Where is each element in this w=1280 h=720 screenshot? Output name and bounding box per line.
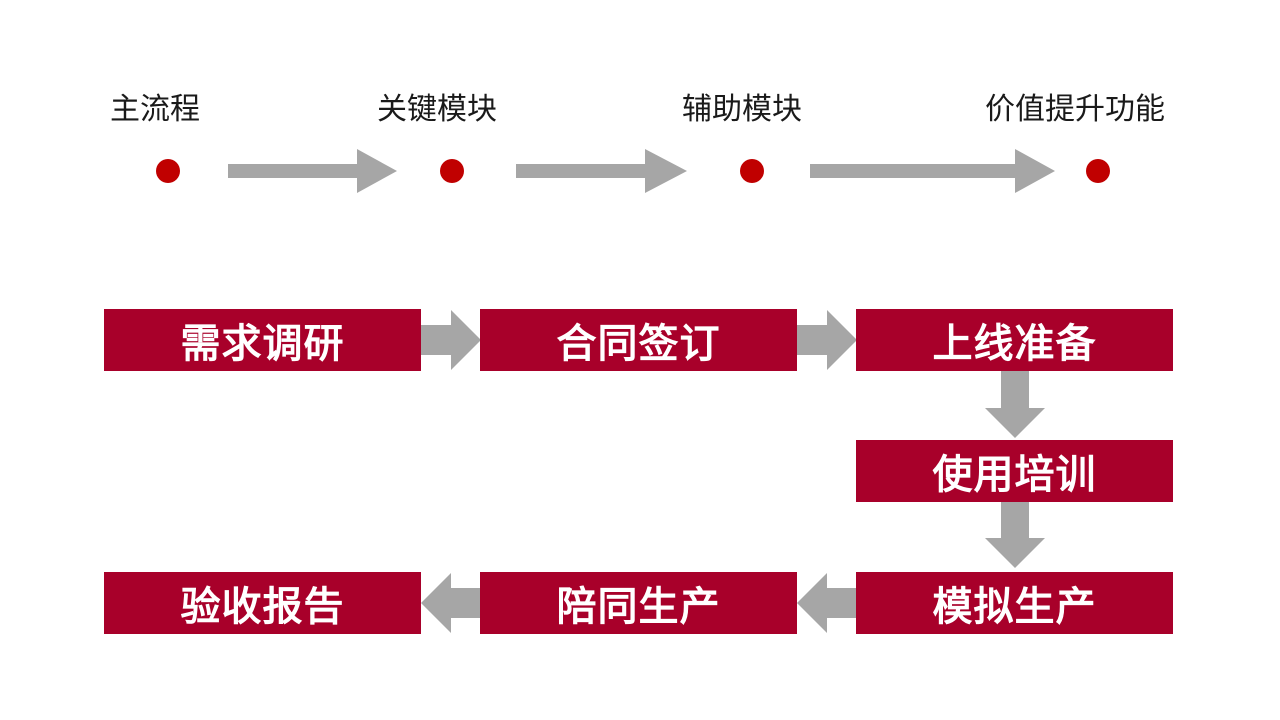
step-usage-training: 使用培训 [856, 440, 1173, 502]
process-arrow-left-1 [797, 573, 857, 633]
step-requirements-research: 需求调研 [104, 309, 421, 371]
stage-label-key-modules: 关键模块 [377, 92, 497, 127]
step-acceptance-report: 验收报告 [104, 572, 421, 634]
timeline-arrow-2 [516, 149, 687, 193]
process-arrow-down-2 [985, 501, 1045, 568]
stage-label-auxiliary-modules: 辅助模块 [682, 92, 802, 127]
process-arrow-left-2 [421, 573, 481, 633]
step-go-live-preparation: 上线准备 [856, 309, 1173, 371]
timeline-dot-2 [440, 159, 464, 183]
step-accompanied-production: 陪同生产 [480, 572, 797, 634]
step-simulated-production: 模拟生产 [856, 572, 1173, 634]
process-arrow-down-1 [985, 371, 1045, 438]
timeline-dot-1 [156, 159, 180, 183]
stage-label-main-process: 主流程 [110, 92, 200, 127]
timeline-dot-4 [1086, 159, 1110, 183]
process-arrow-right-2 [797, 310, 857, 370]
step-contract-signing: 合同签订 [480, 309, 797, 371]
timeline-dot-3 [740, 159, 764, 183]
timeline-arrow-3 [810, 149, 1055, 193]
process-arrow-right-1 [421, 310, 481, 370]
timeline-arrow-1 [228, 149, 397, 193]
stage-label-value-enhancement: 价值提升功能 [985, 92, 1165, 127]
